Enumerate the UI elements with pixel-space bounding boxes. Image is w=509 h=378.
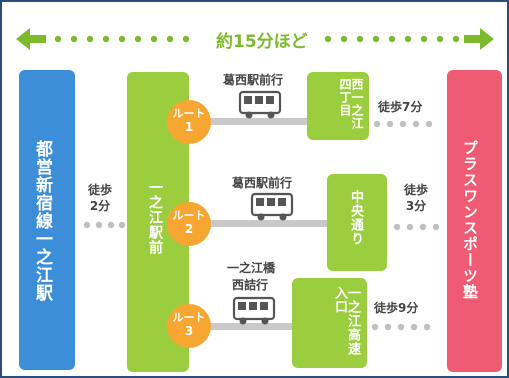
duration-title: 約15分ほど — [216, 32, 308, 52]
destination-label: プラスワンスポーツ塾 — [461, 140, 479, 300]
route-3-stop-label: 一之江高速入口 — [332, 286, 360, 356]
route-3-walk-label: 徒歩9分 — [374, 301, 419, 315]
route-3-bus-dest-line1: 一之江橋 — [227, 261, 276, 275]
route-3-stop-box: 一之江高速入口 — [292, 278, 367, 368]
walk-left-line1: 徒歩 — [87, 183, 112, 197]
route-2-walk-dots-icon — [393, 223, 440, 231]
route-2-stop-label: 中央通り — [348, 190, 363, 246]
route-3-badge-label: ルート — [172, 311, 206, 324]
route-1-badge-label: ルート — [172, 107, 206, 120]
double-arrow-icon — [16, 28, 494, 50]
bus-icon — [238, 90, 282, 119]
bus-icon — [232, 296, 276, 325]
route-2-stop-box: 中央通り — [327, 174, 387, 271]
route-2-walk-label: 徒歩 3分 — [396, 182, 436, 214]
walk-left-label: 徒歩 2分 — [82, 182, 118, 214]
route-3-badge-num: 3 — [184, 324, 194, 338]
center-station-label: 一之江駅前 — [147, 180, 163, 255]
bus-icon — [250, 192, 294, 221]
route-2-badge-num: 2 — [184, 222, 194, 236]
route-2-walk-line2: 3分 — [405, 199, 427, 213]
route-1-walk-label: 徒歩7分 — [378, 100, 423, 114]
route-1-walk-dots-icon — [373, 120, 433, 128]
route-1-badge-num: 1 — [184, 120, 194, 134]
route-3-bus-dest-line2: 西詰行 — [232, 278, 269, 292]
route-2-walk-line1: 徒歩 — [403, 183, 428, 197]
route-1-stop-label: 西一之江四丁目 — [338, 78, 364, 130]
route-3-walk-dots-icon — [371, 323, 431, 331]
left-station-label: 都営新宿線一之江駅 — [32, 140, 52, 302]
route-2-badge: ルート 2 — [167, 202, 211, 246]
route-2-bus-dest: 葛西駅前行 — [232, 176, 293, 190]
route-1-badge: ルート 1 — [167, 100, 211, 144]
route-2-road — [202, 220, 328, 227]
route-1-road — [202, 118, 312, 125]
route-1-stop-box: 西一之江四丁目 — [307, 72, 369, 140]
walk-left-dots-icon — [83, 221, 126, 229]
left-station-box: 都営新宿線一之江駅 — [19, 70, 75, 370]
destination-box: プラスワンスポーツ塾 — [447, 70, 502, 372]
route-3-road — [202, 323, 294, 330]
route-2-badge-label: ルート — [172, 209, 206, 222]
route-3-badge: ルート 3 — [167, 304, 211, 348]
walk-left-line2: 2分 — [89, 199, 111, 213]
route-1-bus-dest: 葛西駅前行 — [223, 73, 284, 87]
